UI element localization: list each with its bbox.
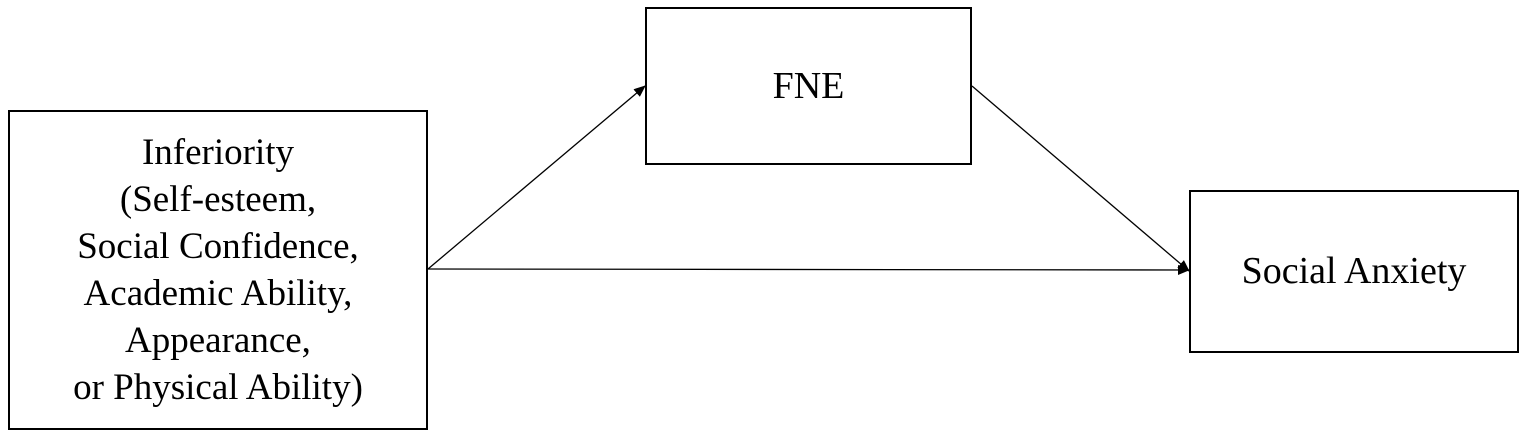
fne-label: FNE — [772, 64, 845, 107]
arrow-inferiority-to-social-anxiety — [427, 264, 1190, 275]
inferiority-line-4: Academic Ability, — [83, 273, 353, 314]
fne-box: FNE — [645, 7, 972, 165]
inferiority-box: Inferiority (Self-esteem, Social Confide… — [8, 110, 428, 430]
inferiority-line-2: (Self-esteem, — [119, 179, 317, 220]
arrow-fne-to-social-anxiety — [971, 85, 1190, 272]
arrow-inferiority-to-fne — [427, 85, 646, 270]
inferiority-line-1: Inferiority — [141, 132, 295, 173]
inferiority-label: Inferiority (Self-esteem, Social Confide… — [73, 129, 363, 411]
inferiority-line-3: Social Confidence, — [77, 226, 359, 267]
inferiority-line-5: Appearance, — [125, 320, 311, 361]
social-anxiety-box: Social Anxiety — [1189, 190, 1519, 353]
social-anxiety-label: Social Anxiety — [1241, 250, 1467, 292]
inferiority-line-6: or Physical Ability) — [73, 367, 363, 408]
